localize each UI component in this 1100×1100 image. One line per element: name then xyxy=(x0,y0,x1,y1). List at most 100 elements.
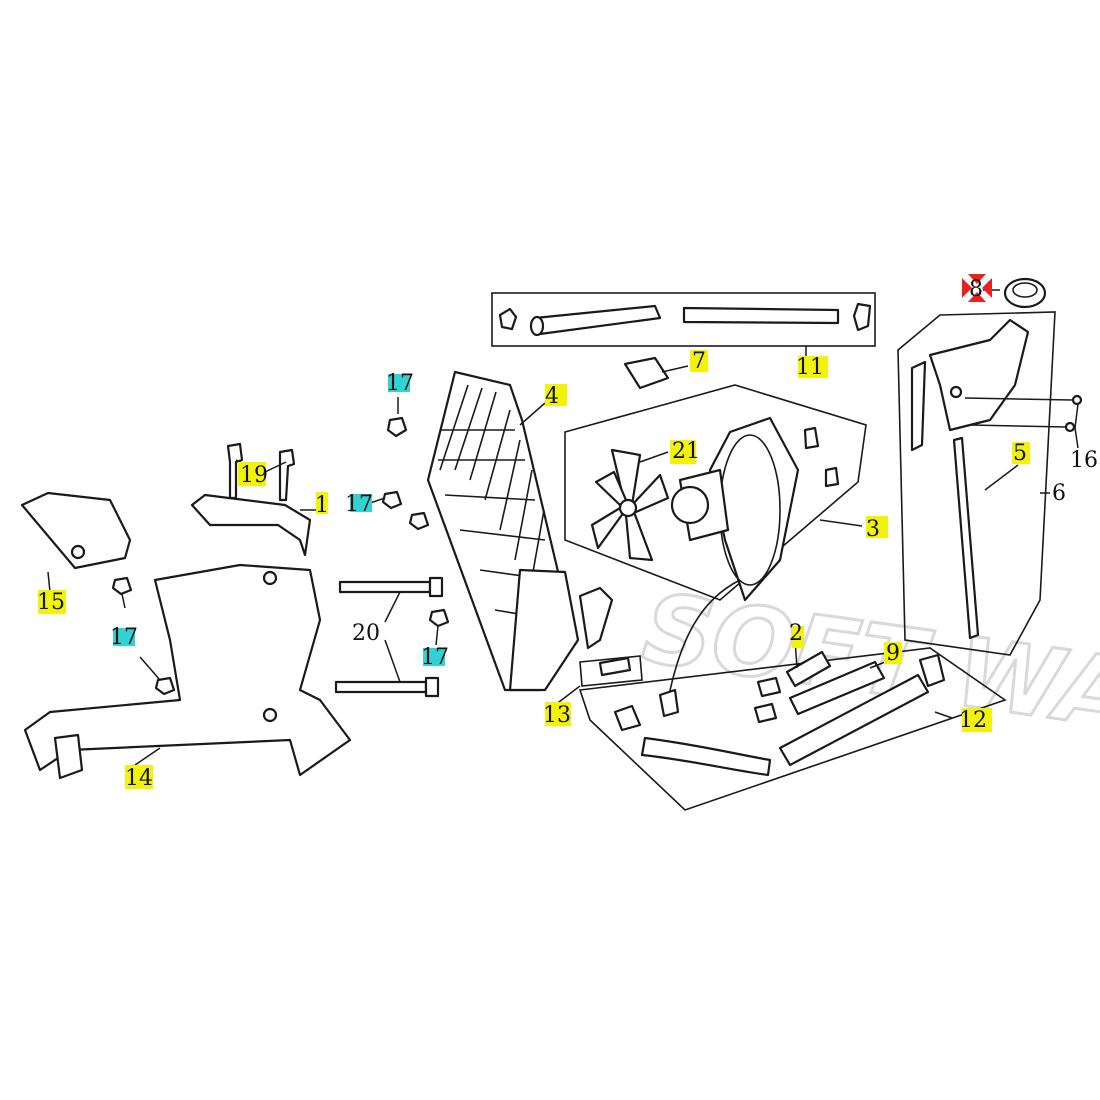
callout-highlights xyxy=(38,350,1030,789)
reservoir-body xyxy=(928,318,1030,432)
hl-9 xyxy=(884,642,902,664)
temp-sensor-13 xyxy=(598,656,632,677)
reservoir-box xyxy=(897,311,1056,656)
hl-11 xyxy=(798,356,828,378)
hose-kit-box xyxy=(491,292,876,347)
hl-1 xyxy=(316,492,328,514)
plate-15 xyxy=(20,491,132,570)
radiator-tank xyxy=(508,568,580,692)
bolt-20a xyxy=(338,580,432,594)
leader-13 xyxy=(554,685,581,706)
hose-9 xyxy=(788,660,886,716)
callout-14: 14 xyxy=(125,766,153,791)
reservoir-screw xyxy=(949,385,963,399)
screw-16b xyxy=(1064,421,1076,433)
callout-4: 4 xyxy=(545,384,559,409)
hl-4 xyxy=(545,384,567,406)
callout-2: 2 xyxy=(789,621,803,646)
bolt-20a-head xyxy=(428,576,444,598)
hl-12 xyxy=(962,708,992,732)
hose-clamp-12 xyxy=(918,653,946,688)
callout-9: 9 xyxy=(886,641,900,666)
shroud-bolt-b xyxy=(824,466,840,488)
callout-17-a: 17 xyxy=(386,371,414,396)
hose-2-cap xyxy=(756,676,782,698)
leader-20 xyxy=(384,591,401,683)
hl-2 xyxy=(792,626,804,648)
hose-2 xyxy=(785,650,832,688)
fan-wire xyxy=(667,579,741,701)
cap-top xyxy=(1012,282,1038,298)
callout-17-d: 17 xyxy=(421,645,449,670)
upper-hose-end xyxy=(529,315,545,337)
hl-15 xyxy=(38,590,66,614)
leader-12 xyxy=(934,711,953,719)
hose-clamp-13 xyxy=(613,704,642,732)
callout-7: 7 xyxy=(692,349,706,374)
hl-7 xyxy=(690,350,708,372)
fan-connector xyxy=(658,688,680,718)
frame-bracket-14 xyxy=(23,563,352,780)
callout-labels: 1 2 3 4 5 6 7 8 9 11 12 13 14 15 16 17 1… xyxy=(37,277,1098,791)
nut-17d xyxy=(111,576,133,596)
radiator-fins xyxy=(439,384,545,601)
callout-20: 20 xyxy=(352,621,380,646)
callout-16: 16 xyxy=(1070,448,1098,473)
reservoir-hose-lower xyxy=(952,436,980,640)
callout-17-c: 17 xyxy=(110,625,138,650)
hl-19 xyxy=(238,462,266,486)
blade-3 xyxy=(624,510,654,562)
leader-9 xyxy=(869,661,886,669)
blade-hub xyxy=(618,498,638,518)
leader-21 xyxy=(639,451,669,463)
blade-2 xyxy=(630,473,670,514)
hl-21 xyxy=(670,440,696,464)
marker-right xyxy=(982,278,992,298)
upper-hose-left xyxy=(533,304,662,336)
callout-5: 5 xyxy=(1013,441,1027,466)
frame-body xyxy=(23,563,352,777)
callout-3: 3 xyxy=(866,517,880,542)
upper-hose-set xyxy=(498,302,872,337)
leader-15 xyxy=(47,571,51,593)
callout-12: 12 xyxy=(959,708,987,733)
leader-7 xyxy=(661,365,689,373)
screw-16a xyxy=(1071,394,1083,406)
hl-14 xyxy=(125,765,153,789)
radiator-fins-h xyxy=(438,429,556,621)
coolant-reservoir xyxy=(910,318,1083,640)
hl-3 xyxy=(866,516,888,538)
radiator xyxy=(426,370,614,692)
bolt-19b xyxy=(278,448,296,502)
fan-blade xyxy=(590,448,670,562)
callout-11: 11 xyxy=(796,355,824,380)
hose-clamp-left xyxy=(498,307,518,331)
hl-17d xyxy=(423,648,445,666)
radiator-outlet xyxy=(578,586,614,650)
hl-5 xyxy=(1012,442,1030,464)
nut-17f xyxy=(428,608,450,628)
nut-17c xyxy=(408,511,430,531)
callout-1: 1 xyxy=(315,493,329,518)
frame-hole-b xyxy=(262,707,278,723)
hose-clamp-right xyxy=(852,302,872,332)
bolt-19a xyxy=(226,442,244,500)
callout-19: 19 xyxy=(240,463,268,488)
leader-5 xyxy=(984,464,1019,491)
lower-hose-box xyxy=(578,647,1007,811)
screw-leaders xyxy=(964,397,1073,428)
callout-6: 6 xyxy=(1052,481,1066,506)
lower-hoses xyxy=(613,650,946,777)
reservoir-hose-upper xyxy=(910,360,927,452)
hl-17b xyxy=(350,494,372,512)
frame-hole-a xyxy=(262,570,278,586)
nut-17a xyxy=(386,416,408,438)
callout-8-marker xyxy=(962,274,992,302)
marker-bottom xyxy=(968,292,986,302)
callout-17-b: 17 xyxy=(345,492,373,517)
plate-15-hole xyxy=(70,544,86,560)
shroud-bolt-a xyxy=(803,426,820,450)
leader-14 xyxy=(134,747,161,766)
nut-17b xyxy=(381,490,403,510)
